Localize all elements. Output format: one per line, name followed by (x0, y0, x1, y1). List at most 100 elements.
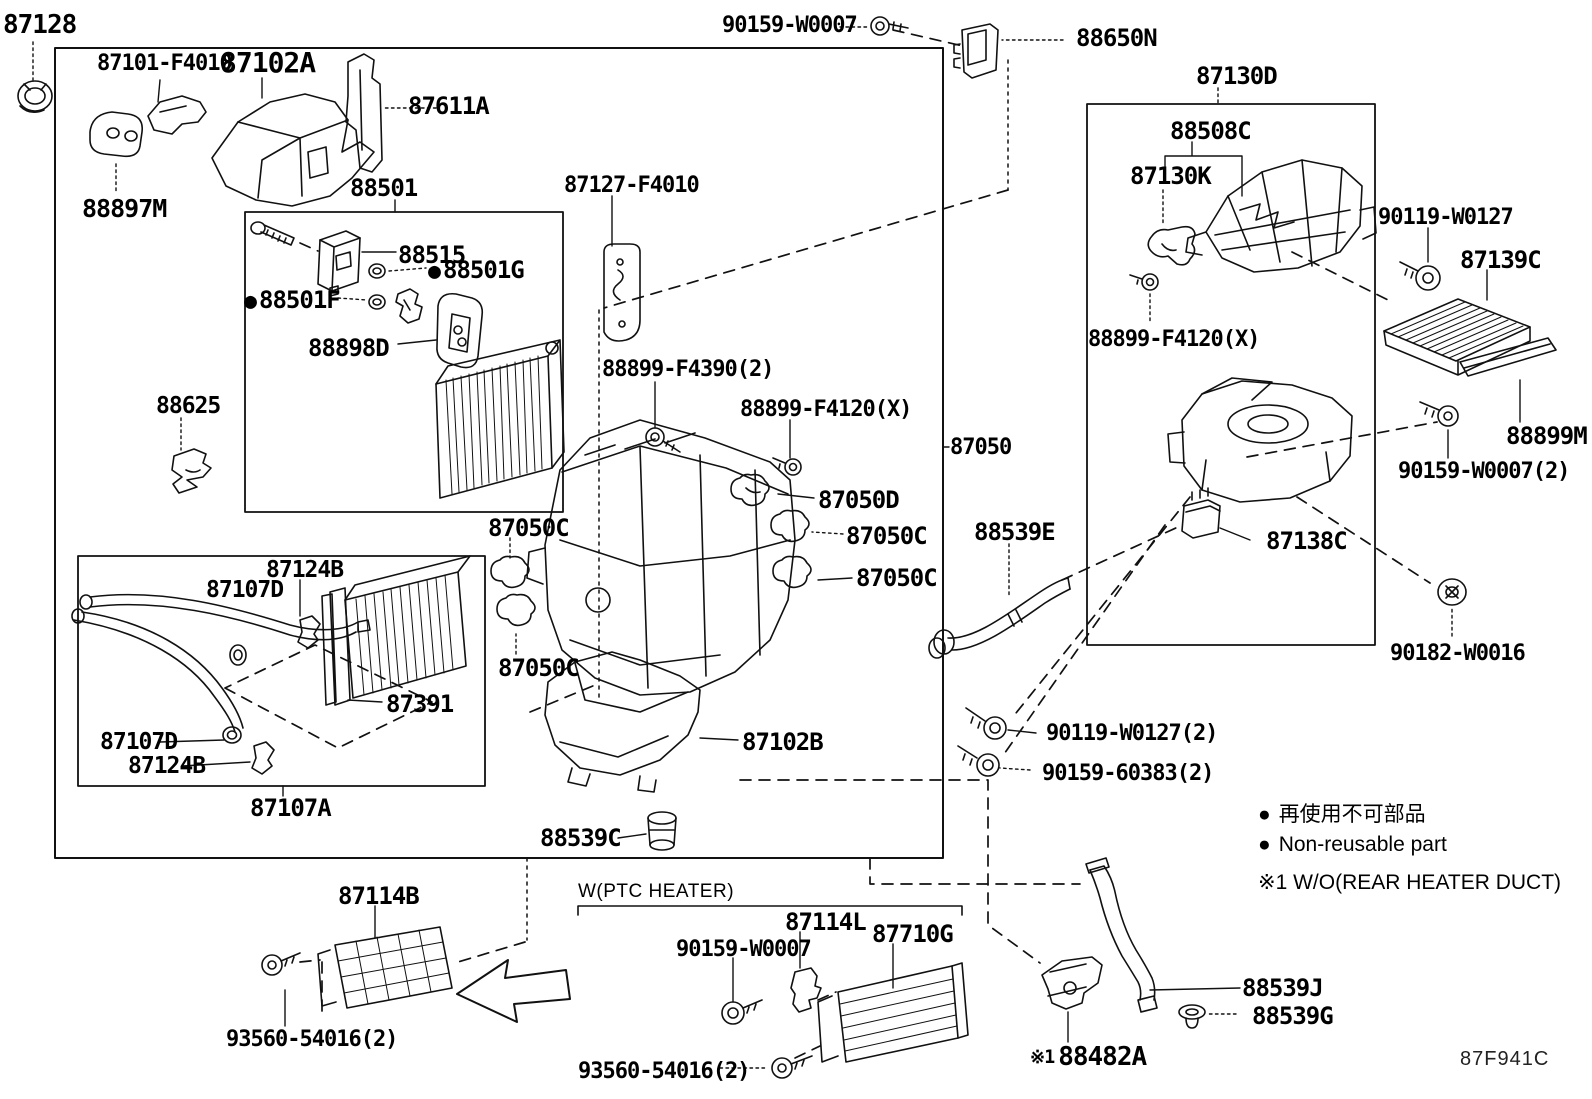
clamp-87130k-part (1147, 225, 1196, 266)
part-label-87139c: 87139C (1460, 246, 1542, 274)
screw-93560-left-part (261, 952, 301, 976)
part-label-87102b: 87102B (742, 728, 824, 756)
screw-90159-w0007-2-part (1419, 401, 1459, 427)
screw-90159-top-part (870, 16, 909, 36)
main-unit-box (54, 47, 944, 859)
insulator-88898d-part (436, 292, 484, 369)
servo-87050c-right1-part (770, 509, 810, 543)
screw-90119-w0127-part (1399, 261, 1441, 291)
assembly-dash-lines (224, 29, 1438, 1059)
blower-lower-case-part (1167, 377, 1353, 503)
part-label-88625: 88625 (156, 393, 221, 419)
part-label-88539j: 88539J (1242, 974, 1324, 1002)
part-label-87124b: 87124B (128, 753, 206, 779)
legend-en-text: Non-reusable part (1278, 833, 1447, 857)
servo-87050d-part (730, 473, 770, 507)
part-label-88515: 88515 (398, 241, 466, 269)
part-label-87107d: 87107D (100, 729, 178, 755)
leader-lines (157, 77, 1521, 1043)
part-label-88899-f4390-2-: 88899-F4390(2) (602, 357, 774, 382)
part-label-90182-w0016: 90182-W0016 (1390, 641, 1526, 666)
part-label-87102a: 87102A (220, 46, 316, 79)
duct-87102b-part (544, 651, 701, 793)
clamp-part (395, 288, 423, 324)
part-label-87130k: 87130K (1130, 162, 1212, 190)
part-label-87710g: 87710G (872, 920, 954, 948)
part-label-87050c: 87050C (856, 564, 938, 592)
part-label-88650n: 88650N (1076, 24, 1158, 52)
part-label-93560-54016-2-: 93560-54016(2) (578, 1059, 750, 1084)
part-label-87124b: 87124B (266, 557, 344, 583)
part-label-90159-w0007: 90159-W0007 (722, 13, 858, 38)
part-label-90159-w0007-2-: 90159-W0007(2) (1398, 459, 1570, 484)
o-ring-88501g-part (368, 263, 386, 279)
damper-87127-part (603, 243, 641, 342)
part-label-88898d: 88898D (308, 334, 390, 362)
cover-87101-part (147, 95, 207, 135)
part-label-90119-w0127: 90119-W0127 (1378, 205, 1514, 230)
screw-88899-f4390-part (645, 427, 681, 453)
expansion-valve-88515-part (317, 230, 361, 297)
amplifier-88625-part (171, 448, 212, 494)
part-label-88501: 88501 (350, 174, 418, 202)
non-reusable-dot-icon: ● (428, 259, 441, 284)
ptc-87710g-part (817, 962, 969, 1063)
part-label-88899-f4120-x-: 88899-F4120(X) (740, 397, 912, 422)
screw-88899-f4120-right-part (1129, 273, 1159, 291)
part-label-87611a: 87611A (408, 92, 490, 120)
clip-88539g-part (1178, 1004, 1206, 1029)
ptc-heater-bracket (577, 905, 963, 916)
part-label-87391: 87391 (386, 690, 454, 718)
non-reusable-dot-icon: ● (1258, 833, 1271, 857)
hose-88539e-part (928, 577, 1071, 659)
part-label-88539g: 88539G (1252, 1002, 1334, 1030)
filter-cover-88899m-part (1459, 337, 1557, 377)
seal-plate-88897m-part (89, 111, 144, 158)
part-label-87114l: 87114L (785, 908, 867, 936)
dotted-leaders (32, 26, 1453, 1069)
screw-93560-bottom-part (771, 1055, 813, 1079)
part-label-87128: 87128 (3, 10, 77, 40)
o-ring-88501f-part (368, 294, 386, 310)
legend-jp-text: 再使用不可部品 (1278, 803, 1426, 826)
actuator-88482a-part (1041, 956, 1103, 1010)
grommet-87107d-top-part (229, 644, 247, 666)
heater-case-87050-part (526, 419, 796, 696)
drawing-code: 87F941C (1460, 1048, 1550, 1070)
resistor-87138c-part (1181, 487, 1221, 539)
non-reusable-dot-icon: ● (1258, 803, 1271, 826)
part-label-88501g: ●88501G (428, 256, 525, 284)
servo-87050c-left2-part (496, 593, 536, 627)
legend-note: ※1 W/O(REAR HEATER DUCT) (1258, 870, 1562, 894)
part-label-87050c: 87050C (498, 654, 580, 682)
part-label-87127-f4010: 87127-F4010 (564, 173, 700, 198)
part-label-87050d: 87050D (818, 486, 900, 514)
non-reusable-dot-icon: ● (244, 289, 257, 314)
sub-box-87130d (1086, 103, 1376, 646)
blower-upper-88508c-part (1185, 159, 1377, 273)
part-label-88897m: 88897M (82, 194, 167, 223)
clamp-87124b-bottom-part (251, 741, 275, 775)
grommet-87128-part (17, 80, 53, 114)
part-label-90159-w0007: 90159-W0007 (676, 937, 812, 962)
part-label-87050: 87050 (950, 435, 1012, 460)
screw-88899-f4120-part (772, 457, 802, 476)
bolt-part (250, 221, 295, 246)
clip-88539c-part (647, 811, 677, 851)
amplifier-88650n-part (953, 23, 999, 79)
part-label-90159-60383-2-: 90159-60383(2) (1042, 761, 1214, 786)
direction-arrow (456, 959, 571, 1023)
part-label-87050c: 87050C (488, 514, 570, 542)
part-label-93560-54016-2-: 93560-54016(2) (226, 1027, 398, 1052)
heater-core-87391-part (321, 555, 471, 706)
part-label-88539e: 88539E (974, 518, 1056, 546)
part-label-88508c: 88508C (1170, 117, 1252, 145)
dotted-dash-lines (526, 59, 1009, 941)
part-label-87130d: 87130D (1196, 62, 1278, 90)
note-ref: ※1 (1030, 1047, 1055, 1068)
part-label-90119-w0127-2-: 90119-W0127(2) (1046, 721, 1218, 746)
clamp-87124b-top-part (297, 615, 321, 649)
